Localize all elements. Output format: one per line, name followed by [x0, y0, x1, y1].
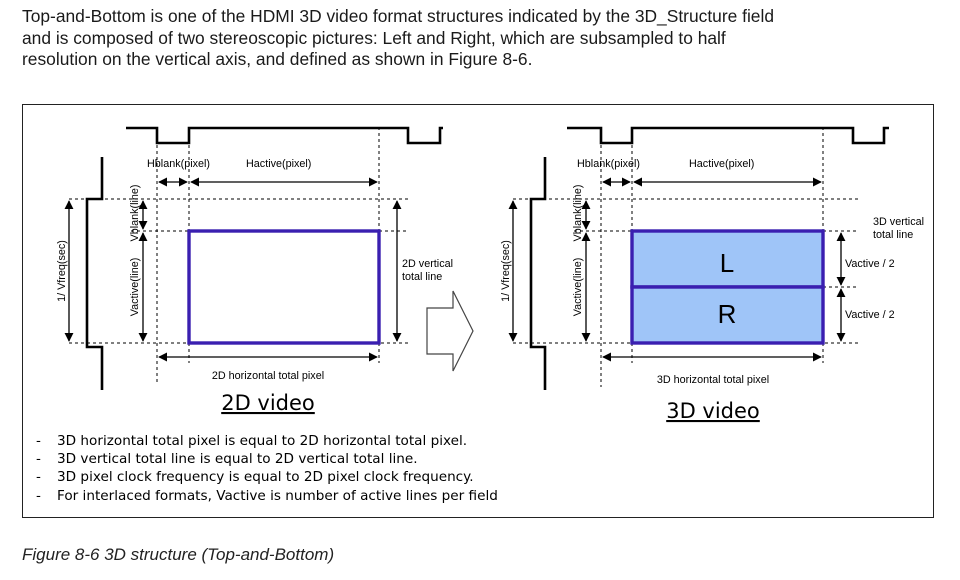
notes-list: -3D horizontal total pixel is equal to 2… — [36, 432, 498, 505]
vactive-label-2d: Vactive(line) — [129, 258, 141, 317]
hactive-label-3d: Hactive(pixel) — [689, 158, 754, 170]
vertical-total-label-3d-line1: 3D vertical — [873, 216, 924, 228]
intro-line-2: and is composed of two stereoscopic pict… — [22, 27, 726, 48]
bullet-dash: - — [36, 433, 41, 449]
note-item: -3D pixel clock frequency is equal to 2D… — [36, 468, 498, 486]
transition-arrow-icon — [426, 290, 474, 372]
vactive-half-label-top: Vactive / 2 — [845, 258, 895, 270]
figure-8-6-box: Hblank(pixel) Hactive(pixel) 1/ Vfreq(se… — [22, 104, 934, 518]
bullet-dash: - — [36, 487, 41, 504]
vertical-total-label-2d-line2: total line — [402, 271, 442, 283]
vfreq-label-3d: 1/ Vfreq(sec) — [500, 240, 512, 302]
intro-line-3: resolution on the vertical axis, and def… — [22, 49, 533, 69]
hsync-waveform-2d — [126, 126, 443, 145]
diagram-2d: Hblank(pixel) Hactive(pixel) 1/ Vfreq(se… — [56, 126, 453, 415]
horizontal-total-label-3d: 3D horizontal total pixel — [657, 374, 769, 386]
figure-caption: Figure 8-6 3D structure (Top-and-Bottom) — [22, 545, 335, 564]
title-3d-video: 3D video — [666, 399, 760, 423]
vsync-waveform-2d — [85, 157, 104, 390]
diagram-3d: Hblank(pixel) Hactive(pixel) 1/ Vfreq(se… — [500, 126, 924, 423]
vertical-total-label-3d-line2: total line — [873, 229, 913, 241]
note-item: -3D horizontal total pixel is equal to 2… — [36, 432, 498, 450]
vactive-label-3d: Vactive(line) — [572, 258, 584, 317]
bullet-dash: - — [36, 469, 41, 486]
hsync-waveform-3d — [567, 126, 889, 145]
figure-diagram: Hblank(pixel) Hactive(pixel) 1/ Vfreq(se… — [56, 126, 924, 423]
vertical-total-label-2d-line1: 2D vertical — [402, 258, 453, 270]
right-view-frame — [630, 285, 825, 345]
intro-paragraph: Top-and-Bottom is one of the HDMI 3D vid… — [22, 6, 942, 71]
bullet-dash: - — [36, 451, 41, 468]
note-text: 3D pixel clock frequency is equal to 2D … — [57, 469, 474, 486]
note-item: -3D vertical total line is equal to 2D v… — [36, 450, 498, 468]
vblank-label-2d: Vblank(line) — [129, 184, 141, 241]
left-view-label: L — [720, 248, 734, 278]
vfreq-label-2d: 1/ Vfreq(sec) — [56, 240, 68, 302]
title-2d-video: 2D video — [221, 391, 315, 415]
note-text: For interlaced formats, Vactive is numbe… — [57, 487, 498, 504]
hactive-label-2d: Hactive(pixel) — [246, 158, 311, 170]
vactive-half-label-bottom: Vactive / 2 — [845, 309, 895, 321]
horizontal-total-label-2d: 2D horizontal total pixel — [212, 370, 324, 382]
hblank-label-3d: Hblank(pixel) — [577, 158, 640, 170]
vblank-label-3d: Vblank(line) — [572, 184, 584, 241]
note-item: -For interlaced formats, Vactive is numb… — [36, 487, 498, 505]
hblank-label-2d: Hblank(pixel) — [147, 158, 210, 170]
vsync-waveform-3d — [529, 157, 547, 390]
intro-line-1: Top-and-Bottom is one of the HDMI 3D vid… — [22, 6, 775, 26]
left-view-frame — [630, 229, 825, 289]
right-view-label: R — [718, 299, 737, 329]
active-frame-2d — [187, 229, 381, 345]
note-text: 3D horizontal total pixel is equal to 2D… — [57, 433, 468, 449]
note-text: 3D vertical total line is equal to 2D ve… — [57, 451, 418, 468]
